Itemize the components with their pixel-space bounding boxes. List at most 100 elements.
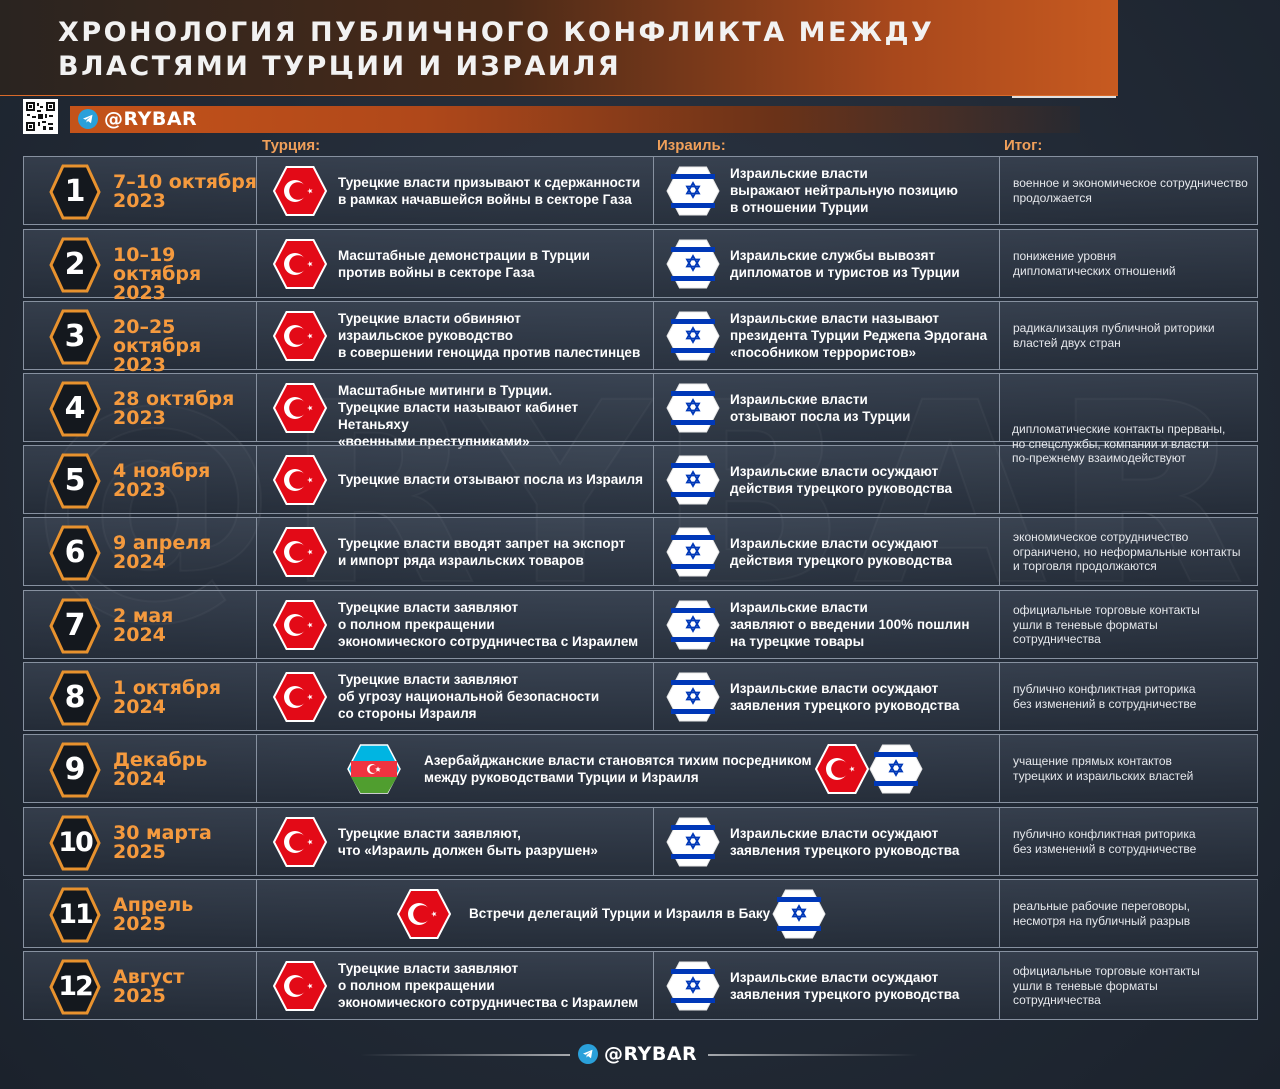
column-divider: [653, 446, 654, 513]
israel-event-text: Израильские власти осуждают заявления ту…: [730, 826, 960, 858]
step-number-badge: 1: [49, 164, 101, 220]
brand[interactable]: @RYBAR: [78, 108, 197, 130]
column-divider: [999, 591, 1000, 658]
brand-bar: @RYBAR: [70, 106, 1080, 133]
turkey-event-text: Турецкие власти отзывают посла из Израил…: [338, 472, 643, 487]
result-text: экономическое сотрудничество ограничено,…: [1013, 530, 1241, 573]
column-divider: [653, 302, 654, 369]
turkey-flag-icon: [273, 166, 327, 216]
column-divider: [999, 663, 1000, 730]
turkey-flag-icon: [273, 672, 327, 722]
column-divider: [653, 591, 654, 658]
step-number-badge: 8: [49, 670, 101, 726]
merged-event-text: Встречи делегаций Турции и Израиля в Бак…: [469, 906, 771, 921]
column-divider: [999, 880, 1000, 947]
result-text: официальные торговые контакты ушли в тен…: [1013, 964, 1200, 1007]
column-divider: [256, 230, 257, 297]
step-number-badge: 3: [49, 309, 101, 365]
step-number-badge: 6: [49, 525, 101, 581]
column-divider: [653, 663, 654, 730]
column-divider: [256, 808, 257, 875]
israel-event-text: Израильские власти выражают нейтральную …: [730, 166, 958, 215]
result-text-merged: дипломатические контакты прерваны, но сп…: [1012, 422, 1226, 465]
turkey-flag-icon: [273, 961, 327, 1011]
column-divider: [653, 952, 654, 1019]
turkey-flag-icon: [273, 383, 327, 433]
step-number: 7: [64, 608, 86, 643]
israel-event-text: Израильские власти осуждают заявления ту…: [730, 681, 960, 713]
turkey-flag-icon: [273, 239, 327, 289]
column-divider: [256, 735, 257, 802]
step-number-badge: 5: [49, 453, 101, 509]
israel-flag-icon: [666, 961, 720, 1011]
turkey-flag-icon: [273, 527, 327, 577]
column-divider: [256, 302, 257, 369]
turkey-event-text: Турецкие власти обвиняют израильское рук…: [338, 311, 641, 360]
column-divider: [999, 230, 1000, 297]
event-date: 10–19 октября 2023: [113, 244, 202, 304]
column-divider: [999, 808, 1000, 875]
event-date: 2 мая 2024: [113, 605, 174, 646]
event-date: 1 октября 2024: [113, 677, 222, 718]
result-text: военное и экономическое сотрудничество п…: [1013, 176, 1248, 205]
event-date: 20–25 октября 2023: [113, 316, 202, 376]
table-row: 7 2 мая 2024 Турецкие власти заявляют о п…: [23, 590, 1258, 659]
step-number: 10: [58, 827, 94, 858]
step-number-badge: 2: [49, 237, 101, 293]
footer: @RYBAR: [0, 1043, 1280, 1067]
step-number: 12: [58, 971, 94, 1002]
turkey-event-text: Турецкие власти заявляют о полном прекра…: [338, 600, 639, 649]
step-number: 3: [64, 319, 86, 354]
column-divider: [999, 302, 1000, 369]
result-text: публично конфликтная риторика без измене…: [1013, 682, 1197, 711]
israel-flag-icon: [666, 311, 720, 361]
column-header-israel: Израиль:: [657, 137, 726, 154]
turkey-event-text: Турецкие власти вводят запрет на экспорт…: [338, 536, 626, 568]
israel-event-text: Израильские власти отзывают посла из Тур…: [730, 392, 911, 424]
telegram-icon: [78, 109, 98, 129]
column-divider: [256, 591, 257, 658]
column-divider: [256, 446, 257, 513]
header: Хронология публичного конфликта между вл…: [0, 0, 1118, 96]
event-date: Апрель 2025: [113, 894, 194, 935]
israel-event-text: Израильские власти осуждают действия тур…: [730, 464, 953, 496]
brand-label: @RYBAR: [104, 108, 198, 130]
step-number-badge: 7: [49, 598, 101, 654]
column-divider: [999, 952, 1000, 1019]
column-divider: [653, 157, 654, 224]
step-number: 8: [64, 680, 86, 715]
step-number: 9: [64, 752, 86, 787]
divider: [1012, 96, 1116, 98]
israel-flag-icon: [772, 889, 826, 939]
step-number-badge: 4: [49, 381, 101, 437]
column-divider: [999, 374, 1000, 441]
israel-flag-icon: [869, 744, 923, 794]
table-row: 8 1 октября 2024 Турецкие власти заявляют…: [23, 662, 1258, 731]
israel-flag-icon: [666, 455, 720, 505]
event-date: Август 2025: [113, 966, 185, 1007]
footer-brand[interactable]: @RYBAR: [578, 1043, 697, 1065]
table-row: 3 20–25 октября 2023 Турецкие власти обви…: [23, 301, 1258, 375]
turkey-flag-icon: [273, 455, 327, 505]
footer-brand-label: @RYBAR: [604, 1043, 698, 1065]
turkey-flag-icon: [397, 889, 451, 939]
step-number-badge: 10: [49, 815, 101, 871]
column-divider: [999, 446, 1000, 513]
column-divider: [256, 952, 257, 1019]
column-divider: [256, 518, 257, 585]
column-divider: [999, 157, 1000, 224]
page-title: Хронология публичного конфликта между вл…: [58, 17, 935, 82]
column-header-result: Итог:: [1004, 137, 1043, 154]
turkey-event-text: Турецкие власти заявляют об угрозу нацио…: [338, 672, 600, 721]
turkey-event-text: Турецкие власти заявляют о полном прекра…: [338, 961, 639, 1010]
result-text: реальные рабочие переговоры, несмотря на…: [1013, 899, 1191, 928]
step-number: 4: [64, 391, 86, 426]
israel-flag-icon: [666, 817, 720, 867]
azerbaijan-flag-icon: [347, 744, 401, 794]
israel-flag-icon: [666, 672, 720, 722]
